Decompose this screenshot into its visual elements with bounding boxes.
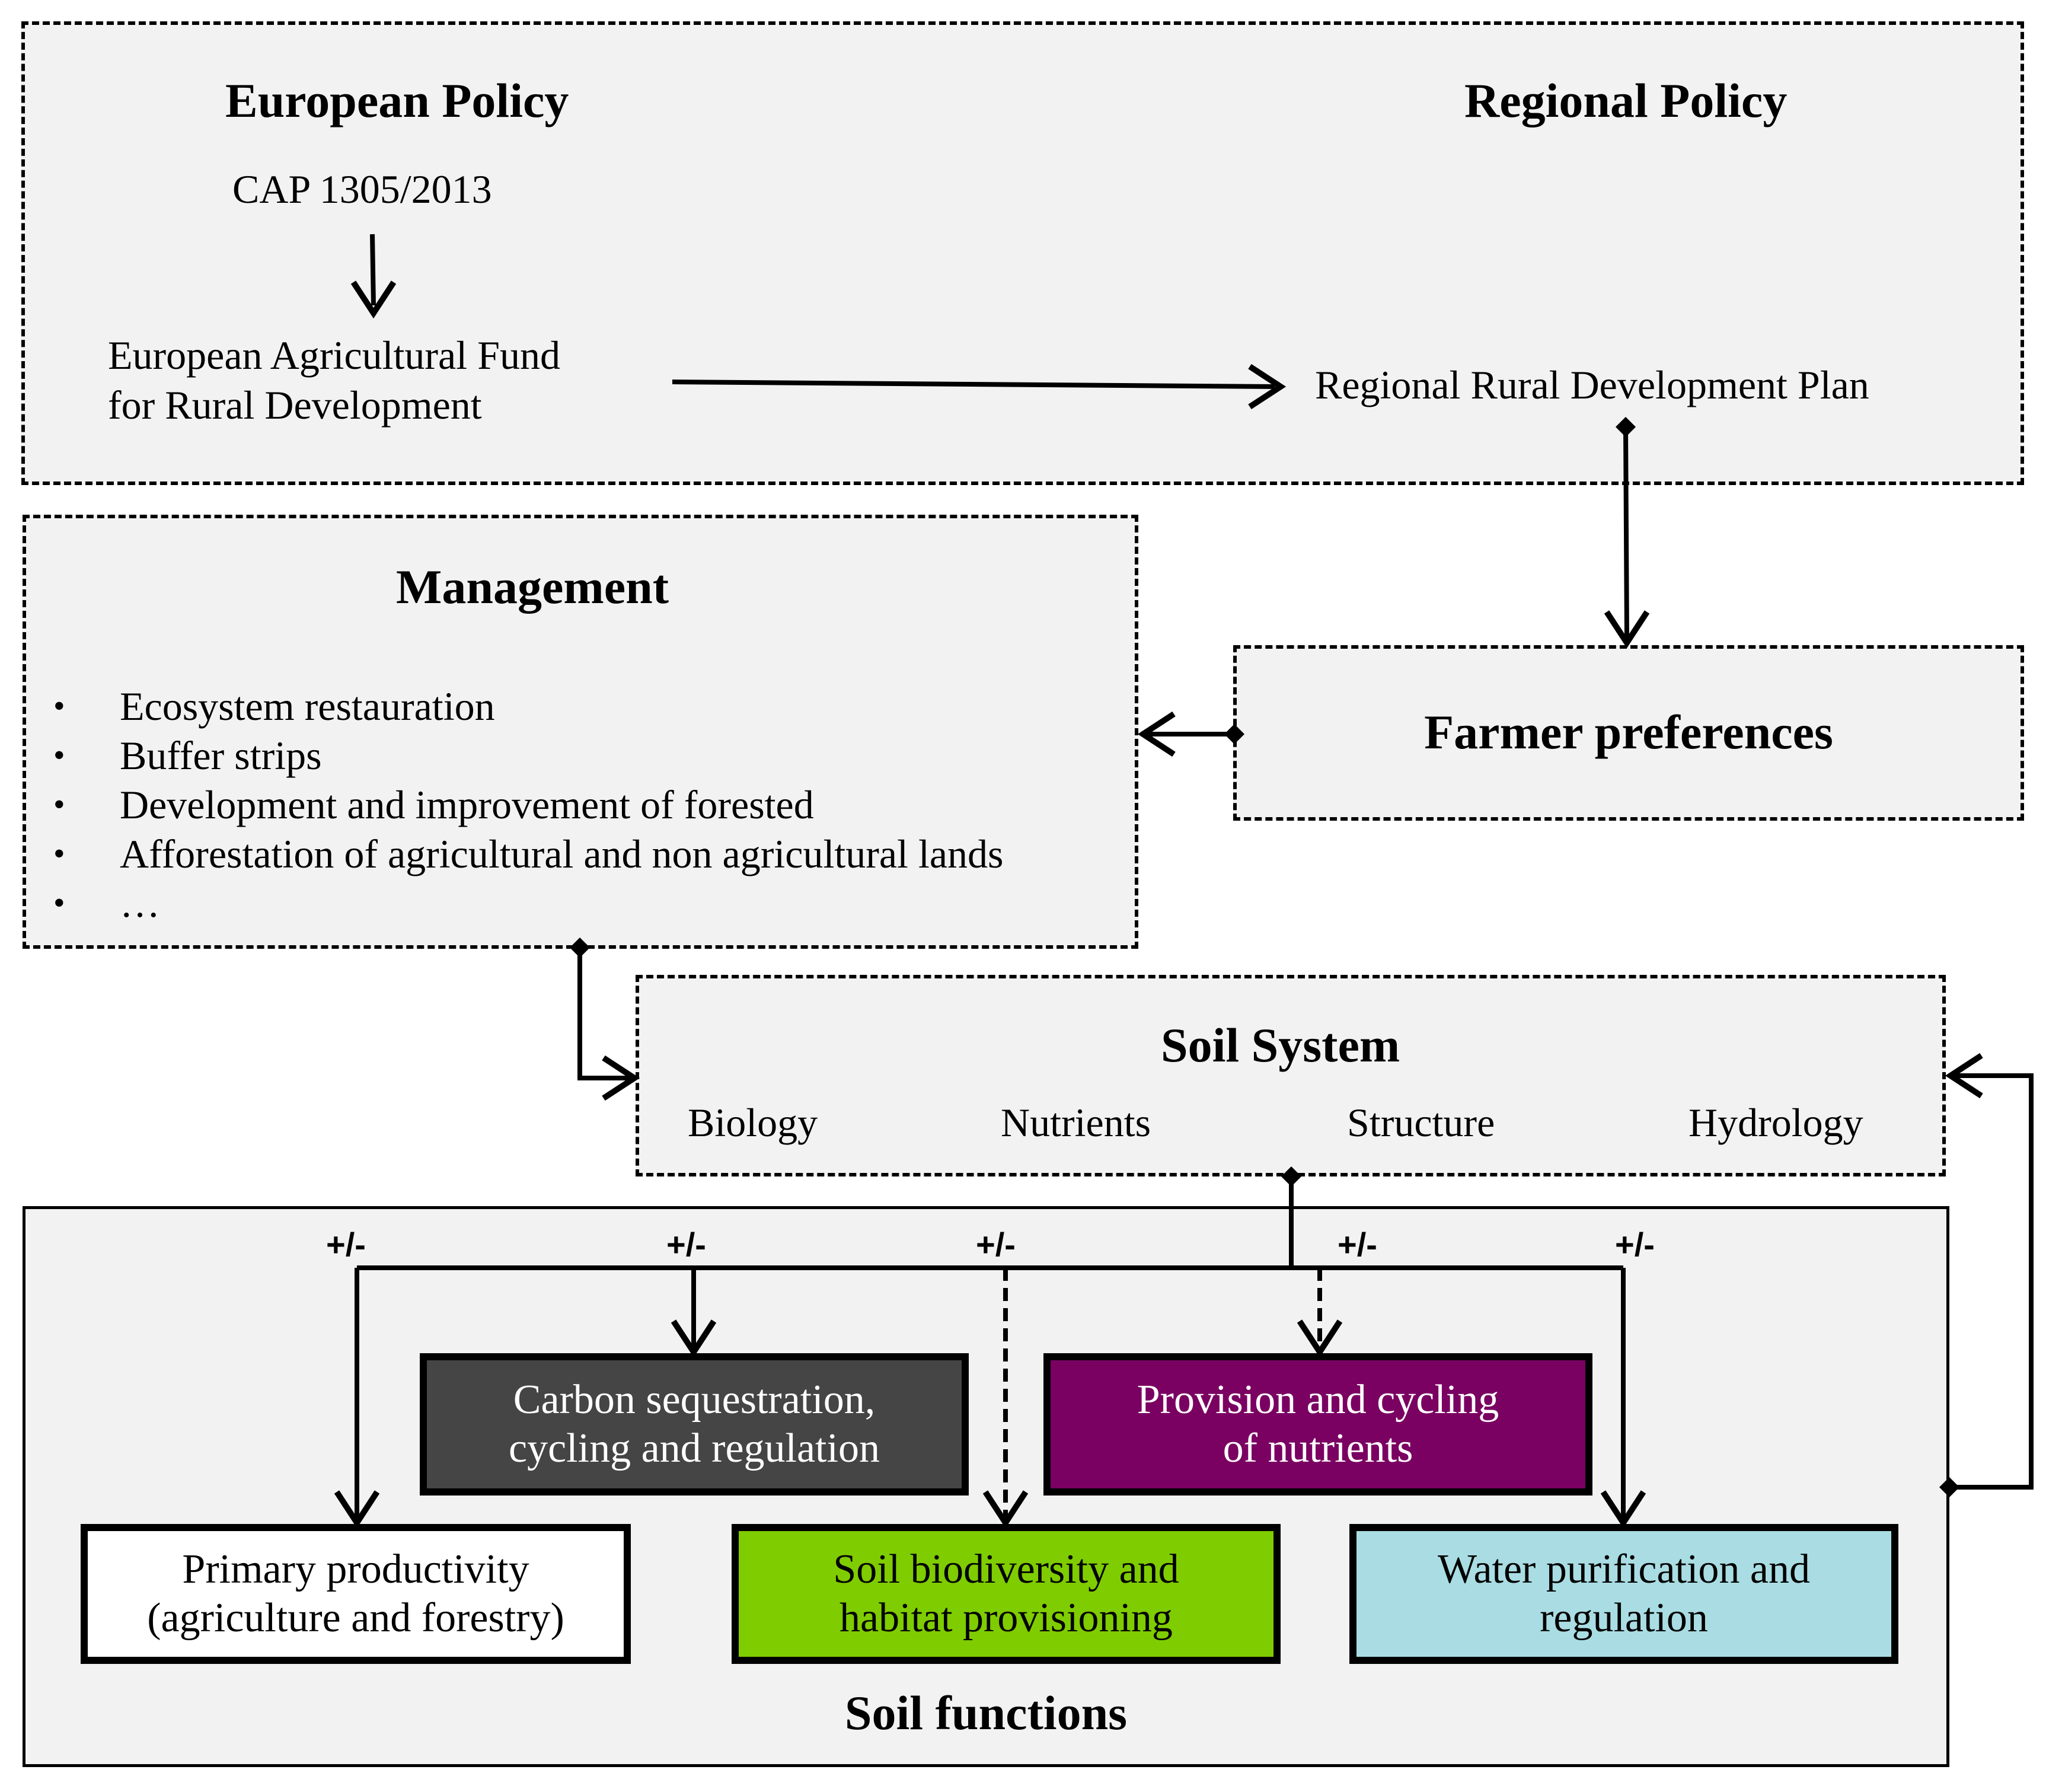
eafrd-line-1: European Agricultural Fund [108,333,560,378]
management-measure: Afforestation of agricultural and non ag… [53,830,1004,879]
soil-system-title: Soil System [1161,1018,1400,1072]
soil-component-nutrients: Nutrients [1001,1100,1151,1145]
soil-functions-title: Soil functions [844,1686,1128,1740]
effect-label: +/- [976,1226,1016,1263]
function-nutrient-provision: Provision and cycling of nutrients [1043,1353,1592,1496]
arrowhead-down [334,1490,380,1529]
connector-eafrd-to-regional-plan [672,380,1275,389]
farmer-preferences-title: Farmer preferences [1424,705,1833,759]
function-label: Primary productivity (agriculture and fo… [147,1547,564,1641]
management-measure: Development and improvement of forested [53,780,1004,830]
function-label: Carbon sequestration, cycling and regula… [509,1377,880,1471]
function-primary-productivity: Primary productivity (agriculture and fo… [81,1524,631,1664]
arrowhead-down [671,1319,717,1358]
soil-component-biology: Biology [688,1100,818,1145]
regional-rural-development-plan: Regional Rural Development Plan [1315,362,1869,407]
arrowhead-right [1248,363,1287,410]
arrowhead-down [982,1490,1029,1529]
management-measures-list: Ecosystem restauration Buffer strips Dev… [53,682,1004,928]
soil-component-hydrology: Hydrology [1688,1100,1863,1145]
regional-policy-title: Regional Policy [1464,74,1788,127]
arrowhead-down [1600,1490,1646,1529]
cap-regulation: CAP 1305/2013 [232,167,492,212]
effect-label: +/- [1615,1226,1655,1263]
arrowhead-right [602,1055,640,1101]
connector-plan-to-farmer [1623,426,1629,638]
arrowhead-left [1137,711,1176,757]
european-policy-title: European Policy [225,74,569,127]
connector-functions-to-soil [1949,1073,2034,1490]
management-title: Management [396,560,669,614]
arrowhead-down [350,280,397,319]
effect-label: +/- [326,1226,366,1263]
policy-panel [21,21,2024,485]
arrowhead-down [1604,610,1650,649]
connector-cap-to-eafrd [370,234,376,306]
management-measure: … [53,879,1004,928]
management-measure: Ecosystem restauration [53,682,1004,731]
arrowhead-down [1297,1319,1343,1358]
function-label: Provision and cycling of nutrients [1137,1377,1499,1471]
management-measure: Buffer strips [53,731,1004,780]
function-water-purification: Water purification and regulation [1349,1524,1898,1664]
function-label: Soil biodiversity and habitat provisioni… [833,1547,1179,1641]
soil-functions-panel [23,1206,1949,1767]
farmer-preferences-panel [1233,645,2024,821]
soil-component-structure: Structure [1347,1100,1495,1145]
effect-label: +/- [1338,1226,1377,1263]
arrowhead-left [1945,1053,1983,1099]
eafrd-line-2: for Rural Development [108,382,482,428]
function-label: Water purification and regulation [1438,1547,1810,1641]
effect-label: +/- [666,1226,706,1263]
function-carbon-sequestration: Carbon sequestration, cycling and regula… [420,1353,969,1496]
function-soil-biodiversity: Soil biodiversity and habitat provisioni… [732,1524,1281,1664]
connector-management-to-soil [577,948,630,1080]
